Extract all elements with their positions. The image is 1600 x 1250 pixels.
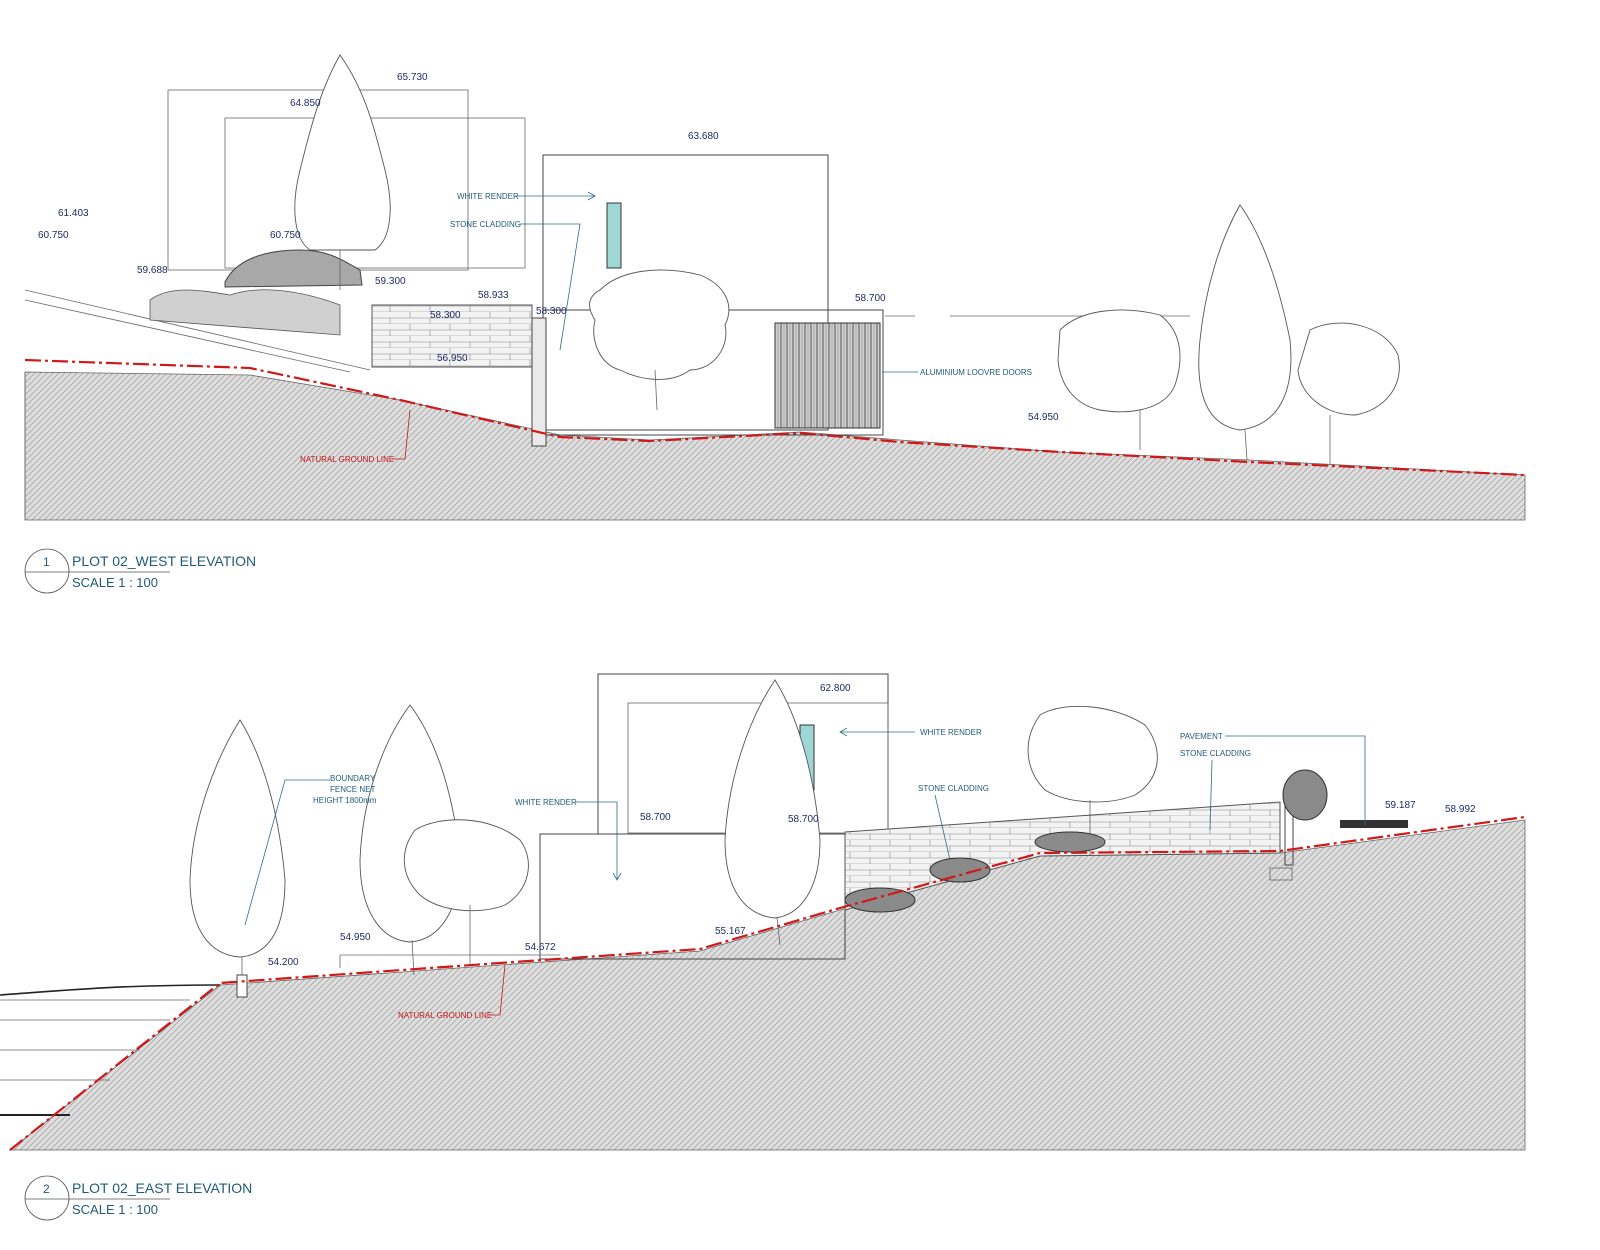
west-title-block: 1 PLOT 02_WEST ELEVATION SCALE 1 : 100 [24, 548, 256, 594]
level-59688: 59.688 [137, 265, 168, 276]
level-58300-a: 58.300 [430, 310, 461, 321]
level-59187: 59.187 [1385, 800, 1416, 811]
west-elevation [24, 54, 1526, 521]
east-level-markers: 62.800 58.700 58.700 54.950 54.672 55.16… [268, 683, 1476, 968]
west-natural-ground-line [24, 358, 1526, 477]
east-natural-ground-line [9, 815, 1526, 1151]
east-elevation [0, 673, 1526, 1151]
level-64850: 64.850 [290, 98, 321, 109]
west-trees-right [1057, 204, 1400, 465]
level-58700: 58.700 [855, 293, 886, 304]
level-58992: 58.992 [1445, 804, 1476, 815]
note-louvre-doors: ALUMINIUM LOOVRE DOORS [920, 368, 1032, 377]
west-main-volume [542, 154, 829, 431]
drawing-scale-east: SCALE 1 : 100 [72, 1202, 158, 1217]
west-vertical-window [606, 202, 622, 269]
west-stone-wall [371, 304, 533, 368]
drawing-number-circle-east [24, 1175, 70, 1221]
east-fence-post [236, 974, 248, 998]
level-58300-b: 58.300 [536, 306, 567, 317]
east-shrubs [844, 769, 1328, 913]
drawing-number-circle [24, 548, 70, 594]
east-stone-wall [844, 801, 1281, 911]
level-54950-east: 54.950 [340, 932, 371, 943]
note-stone-cladding-2: STONE CLADDING [1180, 749, 1251, 758]
note-natural-ground-line-west: NATURAL GROUND LINE [300, 455, 394, 464]
drawing-title-east: PLOT 02_EAST ELEVATION [72, 1180, 252, 1196]
level-56950: 56.950 [437, 353, 468, 364]
note-white-render-upper: WHITE RENDER [920, 728, 982, 737]
level-60750-b: 60.750 [270, 230, 301, 241]
note-stone-cladding: STONE CLADDING [450, 220, 521, 229]
east-trees [189, 679, 1158, 990]
west-retaining-wall [531, 317, 547, 447]
level-55167: 55.167 [715, 926, 746, 937]
note-boundary-2: FENCE NET [330, 785, 375, 794]
west-level-markers: 65.730 64.850 63.680 61.403 60.750 60.75… [38, 72, 1059, 423]
east-pavement-platform [1340, 820, 1408, 828]
drawing-scale: SCALE 1 : 100 [72, 575, 158, 590]
note-white-render: WHITE RENDER [457, 192, 519, 201]
west-tree-broad [589, 269, 730, 411]
west-hedge [149, 289, 341, 336]
level-58933: 58.933 [478, 290, 509, 301]
note-pavement: PAVEMENT [1180, 732, 1223, 741]
note-stone-cladding-east: STONE CLADDING [918, 784, 989, 793]
east-road-lines [0, 984, 221, 1116]
level-60750-a: 60.750 [38, 230, 69, 241]
drawing-title: PLOT 02_WEST ELEVATION [72, 553, 256, 569]
level-63680: 63.680 [688, 131, 719, 142]
level-59300: 59.300 [375, 276, 406, 287]
drawing-number-east: 2 [43, 1182, 50, 1196]
east-annotations: WHITE RENDER WHITE RENDER BOUNDARY FENCE… [244, 727, 1366, 1020]
level-61403: 61.403 [58, 208, 89, 219]
level-58700-b: 58.700 [788, 814, 819, 825]
level-62800: 62.800 [820, 683, 851, 694]
note-white-render-lower: WHITE RENDER [515, 798, 577, 807]
west-driveway-ramp [24, 289, 371, 373]
note-boundary-1: BOUNDARY [330, 774, 376, 783]
level-58700-a: 58.700 [640, 812, 671, 823]
west-annotations: WHITE RENDER STONE CLADDING ALUMINIUM LO… [300, 191, 1032, 464]
note-natural-ground-line-east: NATURAL GROUND LINE [398, 1011, 492, 1020]
level-54672: 54.672 [525, 942, 556, 953]
note-boundary-3: HEIGHT 1800mm [313, 796, 377, 805]
level-54950: 54.950 [1028, 412, 1059, 423]
west-tree-tall [294, 54, 391, 290]
west-louvre-doors [774, 322, 881, 429]
level-65730: 65.730 [397, 72, 428, 83]
drawing-number: 1 [43, 555, 50, 569]
west-car-icon [224, 249, 363, 288]
level-54200: 54.200 [268, 957, 299, 968]
east-title-block: 2 PLOT 02_EAST ELEVATION SCALE 1 : 100 [24, 1175, 252, 1221]
